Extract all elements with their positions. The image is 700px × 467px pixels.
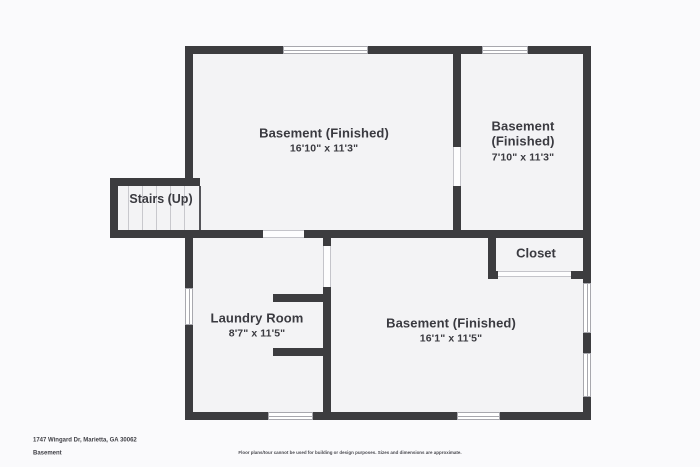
- door-opening: [453, 147, 461, 186]
- floor-name: Basement: [33, 449, 62, 456]
- stairwell-floor: [118, 186, 200, 230]
- stairs-edge-line: [199, 186, 201, 230]
- room-name: Laundry Room: [210, 310, 304, 326]
- room-dimensions: 7'10" x 11'3": [491, 151, 555, 164]
- room-name: Basement (Finished): [259, 125, 389, 141]
- room-label-laundry: Laundry Room 8'7" x 11'5": [211, 310, 304, 339]
- door-opening: [498, 271, 571, 277]
- stair-tread-line: [128, 186, 129, 230]
- room-label-basement-upper-left: Basement (Finished) 16'10" x 11'3": [259, 125, 389, 154]
- wall-segment: [110, 178, 118, 238]
- window-symbol: [583, 283, 591, 333]
- wall-segment: [110, 178, 200, 186]
- wall-segment: [571, 271, 583, 279]
- room-name: Basement (Finished): [491, 118, 555, 149]
- stair-tread-line: [170, 186, 171, 230]
- door-opening: [323, 246, 331, 287]
- door-opening: [263, 230, 304, 238]
- room-dimensions: 16'1" x 11'5": [419, 332, 483, 345]
- wall-segment: [488, 271, 498, 279]
- window-symbol: [268, 412, 313, 420]
- stair-tread-line: [156, 186, 157, 230]
- property-address: 1747 Wingard Dr, Marietta, GA 30062: [33, 436, 137, 443]
- room-label-basement-lower: Basement (Finished) 16'1" x 11'5": [386, 315, 516, 344]
- room-name: Basement (Finished): [386, 315, 516, 331]
- stair-tread-line: [184, 186, 185, 230]
- room-label-stairs: Stairs (Up): [129, 192, 193, 206]
- wall-segment: [185, 46, 591, 54]
- wall-segment: [185, 46, 193, 186]
- window-symbol: [482, 46, 528, 54]
- wall-segment: [273, 348, 331, 356]
- wall-segment: [110, 230, 200, 238]
- room-label-closet: Closet: [516, 245, 556, 261]
- wall-segment: [488, 238, 496, 279]
- window-symbol: [583, 353, 591, 397]
- disclaimer-text: Floor plans/tour cannot be used for buil…: [238, 450, 462, 456]
- wall-segment: [185, 230, 591, 238]
- room-label-basement-upper-right: Basement (Finished) 7'10" x 11'3": [467, 119, 579, 164]
- stair-tread-line: [142, 186, 143, 230]
- window-symbol: [185, 288, 193, 325]
- wall-segment: [323, 238, 331, 246]
- window-symbol: [283, 46, 368, 54]
- room-dimensions: 16'10" x 11'3": [289, 142, 359, 155]
- room-dimensions: 8'7" x 11'5": [228, 327, 286, 340]
- wall-segment: [185, 412, 591, 420]
- window-symbol: [457, 412, 500, 420]
- wall-segment: [185, 230, 193, 420]
- wall-segment: [273, 294, 331, 302]
- wall-segment: [453, 46, 461, 238]
